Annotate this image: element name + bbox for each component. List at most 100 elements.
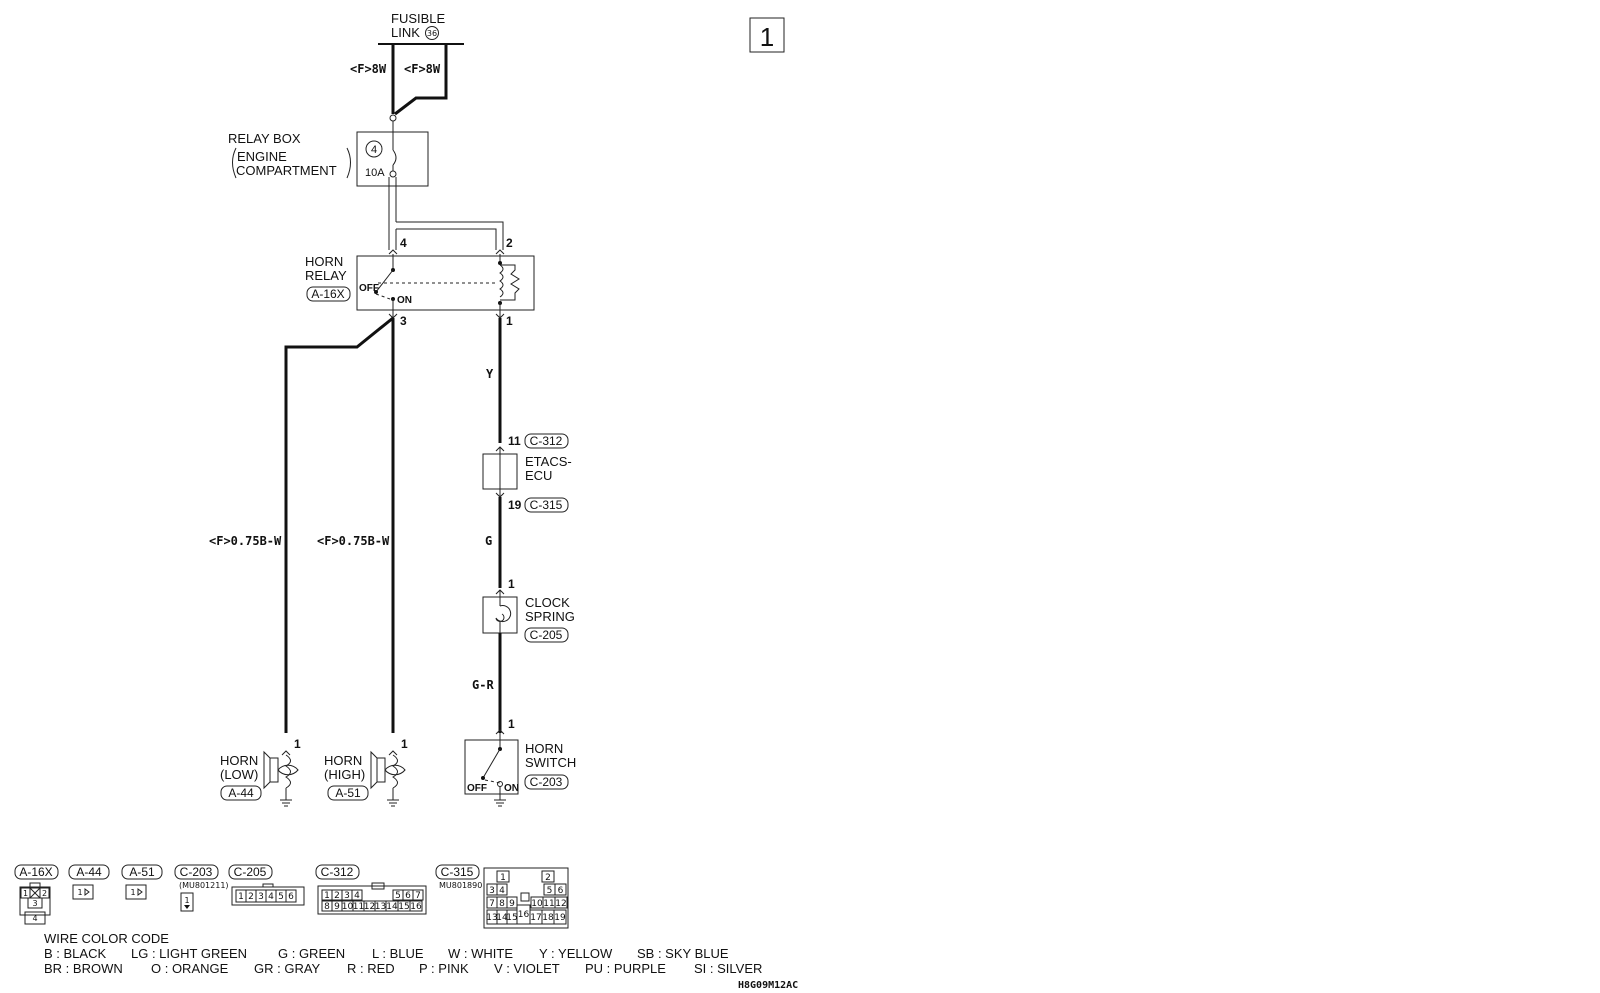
wire-label-g: G [485,534,492,548]
legend-c315-pin: 10 [531,899,543,909]
wire-color-entry: GR : GRAY [254,961,321,976]
horn-relay-label-2: RELAY [305,268,347,283]
legend-c315-pin: 3 [489,886,495,896]
fuse-number-circle [365,140,383,158]
horn-high-diaphragm [384,764,406,776]
horn-relay-connector: A-16X [311,287,344,301]
wire-color-entry: PU : PURPLE [585,961,666,976]
wire-color-entry: P : PINK [419,961,469,976]
legend-a16x-pin-2: 2 [42,889,47,898]
legend-c315-pin: 19 [554,913,566,923]
etacs-pin-in: 11 [508,434,521,448]
wire-color-entry: SB : SKY BLUE [637,946,729,961]
legend-c315-grid: 1 2 3 4 5 6 7 8 9 10 11 12 13 14 15 16 1… [486,870,568,925]
legend-c312-bottom-row: 8 9 10 11 12 13 14 15 16 [321,900,423,912]
legend-c315-pin: 6 [558,886,564,896]
relay-box-label: RELAY BOX [228,131,301,146]
clock-spring-coil-icon [495,605,512,622]
legend-c203-badge [174,864,219,880]
legend-c315-pin: 12 [555,899,566,909]
horn-switch-off: OFF [467,783,487,794]
horn-low-pin: 1 [294,737,301,751]
legend-c312-pin: 12 [364,902,375,912]
horn-relay-connector-badge [306,286,351,302]
horn-switch-label-2: SWITCH [525,755,576,770]
horn-high-body [376,757,386,783]
relay-contact-arm [375,269,394,293]
horn-high-bell [370,750,378,790]
legend-c203-arrow [184,905,190,909]
horn-relay-pin2: 2 [506,236,513,250]
relay-box-label-2: ENGINE [237,149,287,164]
horn-switch-connector-badge [524,774,569,790]
wire-horn-low [284,316,394,733]
legend-c312-pin: 6 [405,891,411,901]
legend-c205-pin: 5 [278,892,284,902]
legend-a51-arrow [137,888,143,896]
wire-fuse-to-pin2-c [396,228,497,250]
fusible-link-label-2: LINK [391,25,420,40]
legend-c312-pin: 9 [334,902,340,912]
legend-c315-part: MU801890 [439,881,482,890]
legend-c205-cell [285,889,297,903]
legend-c312-pin: 11 [353,902,364,912]
relay-box-bracket-right [346,147,351,179]
etacs-conn-in: C-312 [530,434,563,448]
legend-c203-body [180,892,194,912]
fuse-element [392,149,397,166]
legend-c312-badge [315,864,360,880]
legend-c312-pin: 5 [395,891,401,901]
legend-c312-pin: 4 [354,891,360,901]
legend-c315-body [483,867,569,929]
legend-c315-pin: 17 [530,913,541,923]
horn-low-label-2: (LOW) [220,767,258,782]
legend-c205-pin: 4 [268,892,274,902]
wire-color-code-row-1: B : BLACK LG : LIGHT GREEN G : GREEN L :… [44,946,729,961]
legend-c315-pin: 7 [489,899,495,909]
legend-c312-pin: 14 [386,902,398,912]
legend-c205-pin: 6 [288,892,294,902]
horn-low-body [269,757,279,783]
horn-switch-on-terminal [497,781,503,787]
legend-c312-latch [371,882,385,890]
legend-c312-pin: 10 [342,902,354,912]
etacs-pin-out: 19 [508,498,522,512]
page-number-box [749,17,785,53]
horn-relay-on: ON [397,295,412,306]
legend-c315-pin: 13 [486,913,497,923]
legend-c205-pin: 1 [238,892,244,902]
wire-color-entry: V : VIOLET [494,961,560,976]
legend-c312-pin: 3 [344,891,350,901]
wire-label-g-r: G-R [472,678,494,692]
wire-label-horn-low: <F>0.75B-W [209,534,282,548]
wire-color-entry: SI : SILVER [694,961,762,976]
legend-a44-pin: 1 [77,888,82,897]
legend-a16x-badge [14,864,59,880]
page-number: 1 [760,22,774,52]
wire-color-entry: W : WHITE [448,946,513,961]
legend-a16x-cell-2 [39,887,50,899]
etacs-conn-out-badge [524,497,569,513]
legend-c312-cell [409,900,423,912]
etacs-label-2: ECU [525,468,552,483]
horn-high-connector: A-51 [335,786,361,800]
legend-c312-pin: 13 [375,902,386,912]
legend-c315-pin: 15 [506,913,517,923]
horn-high-connector-badge [327,785,369,801]
horn-high-label-2: (HIGH) [324,767,365,782]
horn-low-coil [285,754,291,789]
clock-spring-connector-badge [524,627,569,643]
horn-relay-pin3: 3 [400,314,407,328]
fuse-number: 4 [371,144,377,156]
wire-label-fl-right: <F>8W [404,62,441,76]
legend-c315-pin: 11 [543,899,554,909]
legend-c315-cell [554,896,568,909]
etacs-label: ETACS- [525,454,572,469]
legend-c312-pin: 7 [415,891,421,901]
legend-c315-cell [506,896,518,909]
legend-c312-pin: 1 [324,891,330,901]
legend-a51-pin: 1 [130,888,135,897]
legend-a16x-cell-3 [27,897,43,909]
relay-contact-travel [375,293,391,300]
legend-c312-pin: 15 [398,902,409,912]
